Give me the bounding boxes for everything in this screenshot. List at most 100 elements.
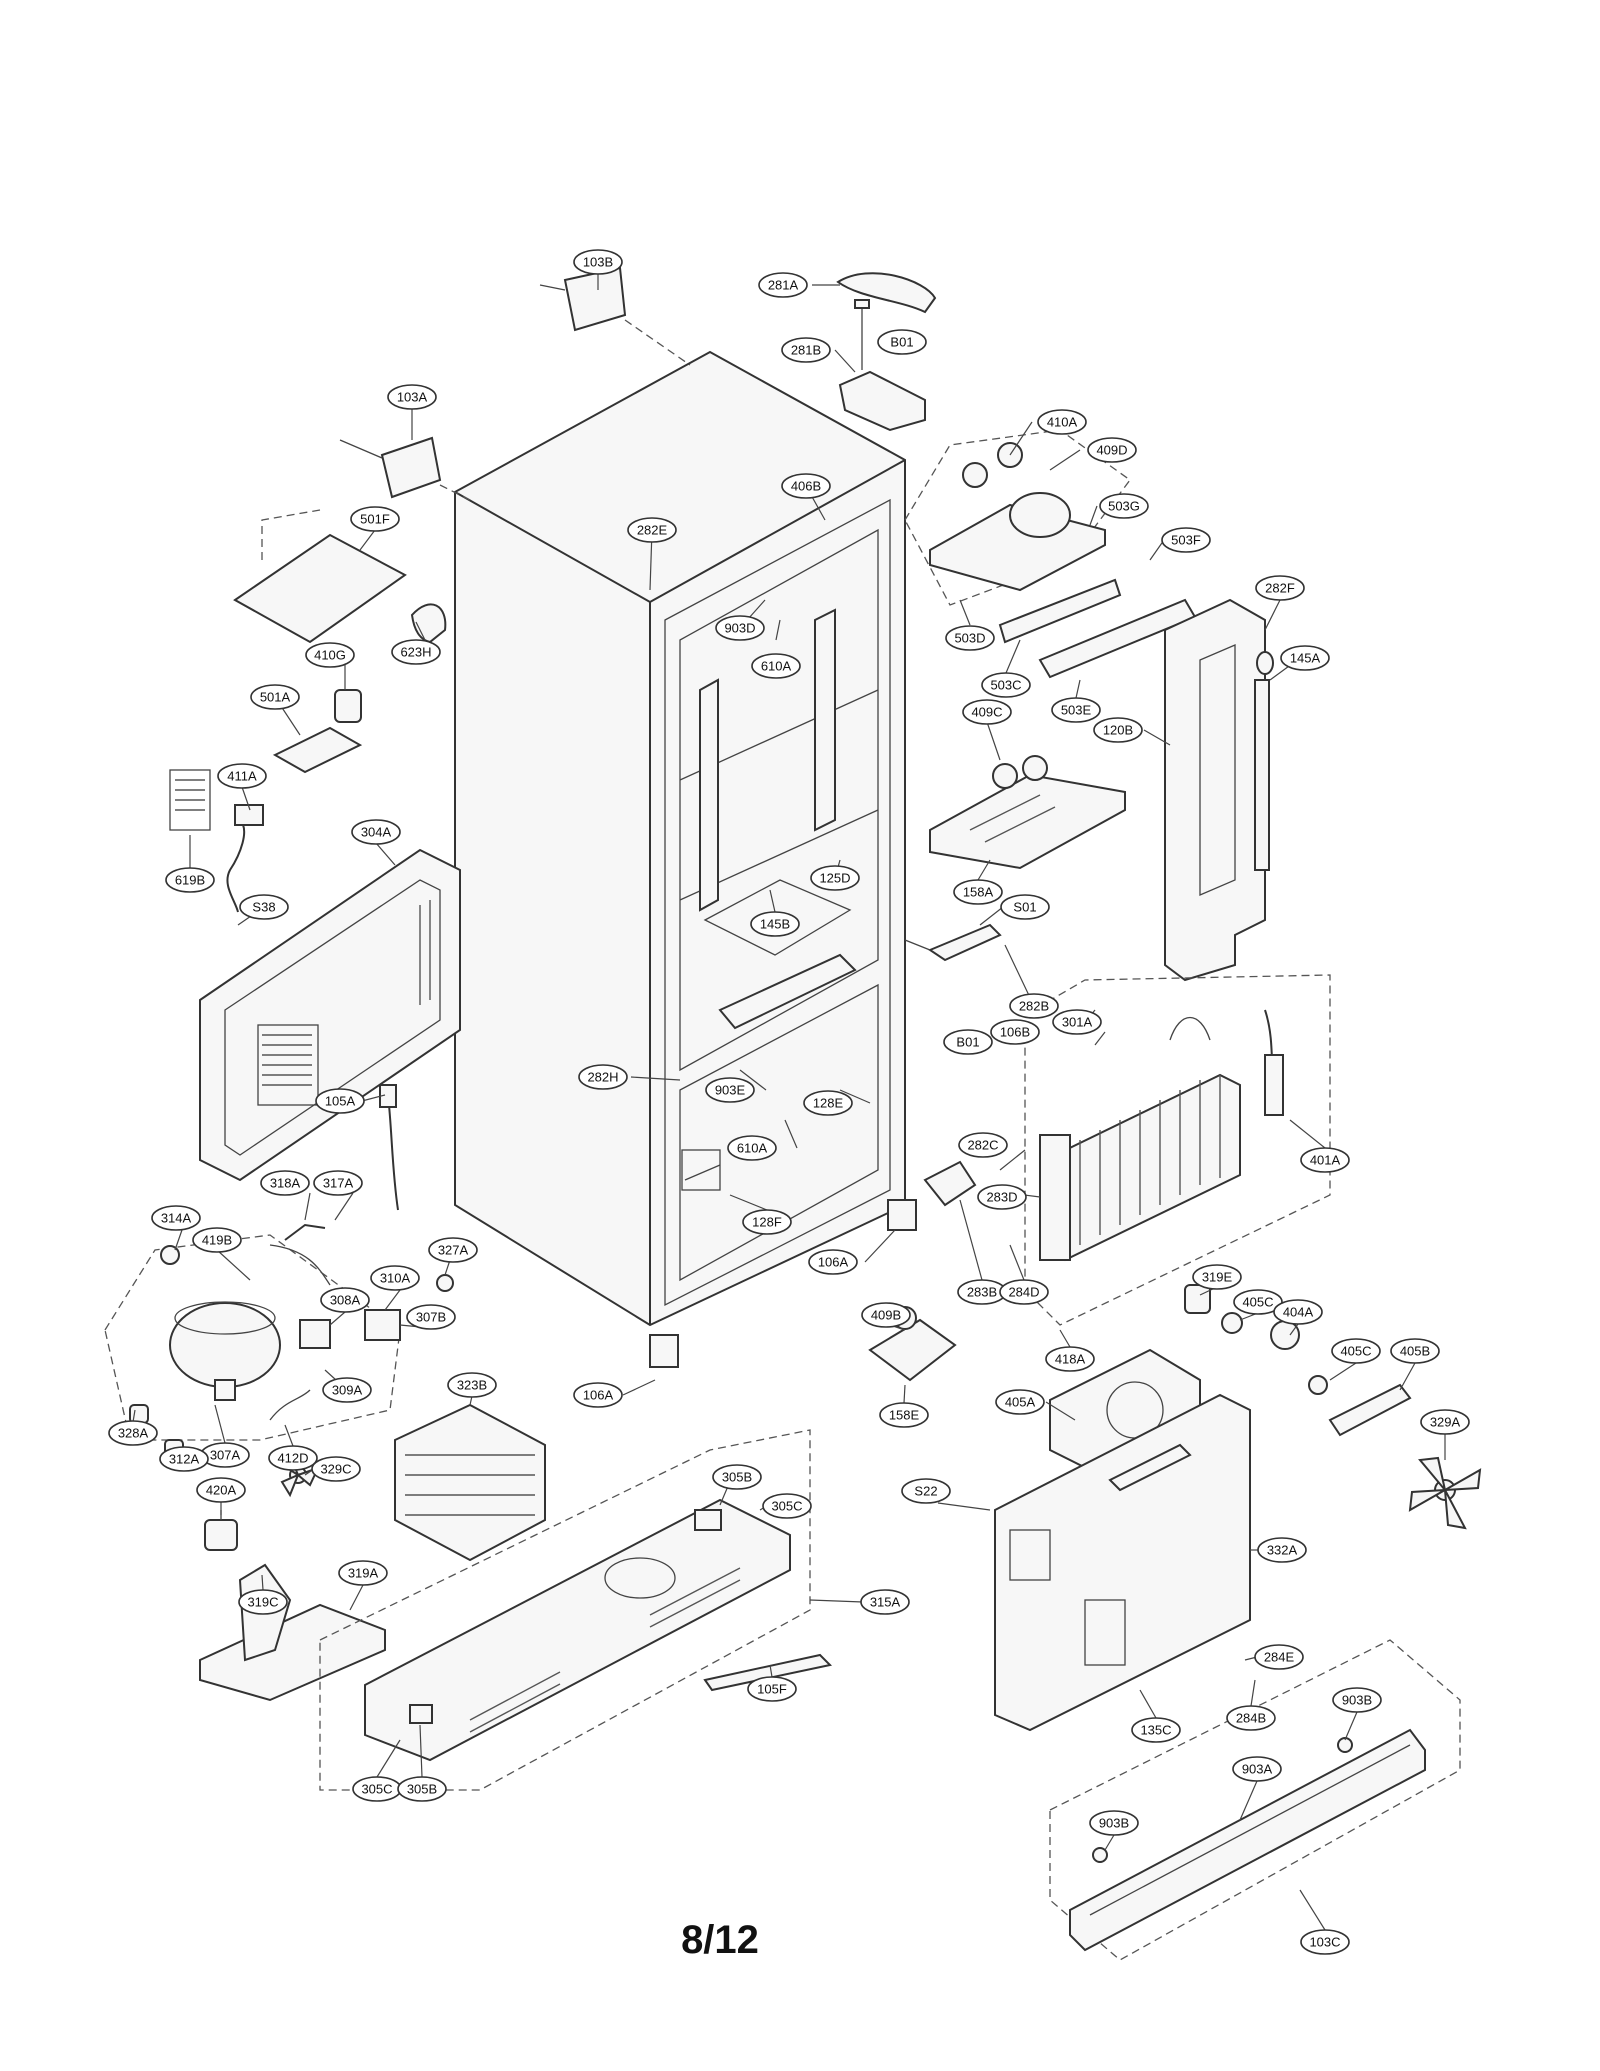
- callout-903b-top: 903B: [1332, 1687, 1382, 1713]
- cover-103b: [539, 266, 691, 366]
- callout-903d: 903D: [715, 615, 765, 641]
- callout-label: 125D: [819, 871, 850, 886]
- callout-420a: 420A: [196, 1477, 246, 1503]
- callout-label: 405A: [1005, 1395, 1036, 1410]
- callout-281b: 281B: [781, 337, 831, 363]
- callout-label: 305C: [771, 1499, 802, 1514]
- callout-label: 135C: [1140, 1723, 1171, 1738]
- callout-label: 282H: [587, 1070, 618, 1085]
- callout-label: 282C: [967, 1138, 998, 1153]
- callout-281a: 281A: [758, 272, 808, 298]
- callout-label: 284E: [1264, 1650, 1295, 1665]
- callout-282h: 282H: [578, 1064, 628, 1090]
- callout-label: 409D: [1096, 443, 1127, 458]
- fan-blade-329a: [1408, 1456, 1482, 1530]
- callout-label: 305B: [407, 1782, 437, 1797]
- callout-319e: 319E: [1192, 1264, 1242, 1290]
- callout-s22: S22: [901, 1478, 951, 1504]
- callout-610a-mid: 610A: [727, 1135, 777, 1161]
- callout-label: 903E: [715, 1083, 746, 1098]
- control-box-cover: [233, 509, 407, 644]
- callout-106b: 106B: [990, 1019, 1040, 1045]
- callout-106a-right: 106A: [808, 1249, 858, 1275]
- callout-label: 128E: [813, 1096, 844, 1111]
- callout-103a: 103A: [387, 384, 437, 410]
- callout-145a: 145A: [1280, 645, 1330, 671]
- callout-label: B01: [956, 1035, 979, 1050]
- callout-label: 304A: [361, 825, 392, 840]
- callout-label: 619B: [175, 873, 205, 888]
- callout-label: 405C: [1340, 1344, 1371, 1359]
- callout-405a: 405A: [995, 1389, 1045, 1415]
- condenser-323b: [394, 1403, 546, 1562]
- callout-label: 305B: [722, 1470, 752, 1485]
- callout-503d: 503D: [945, 625, 995, 651]
- callout-label: 401A: [1310, 1153, 1341, 1168]
- base-plate-315a: [319, 1429, 811, 1791]
- callout-label: 319E: [1202, 1270, 1233, 1285]
- callout-label: 314A: [161, 1211, 192, 1226]
- callout-284d: 284D: [999, 1279, 1049, 1305]
- fan-motor-assembly: [1049, 1284, 1482, 1530]
- callout-327a: 327A: [428, 1237, 478, 1263]
- callout-319a: 319A: [338, 1560, 388, 1586]
- callout-301a: 301A: [1052, 1009, 1102, 1035]
- callout-307b: 307B: [406, 1304, 456, 1330]
- callout-135c: 135C: [1131, 1717, 1181, 1743]
- callout-label: 410A: [1047, 415, 1078, 430]
- callout-label: 310A: [380, 1271, 411, 1286]
- callout-label: 307A: [210, 1448, 241, 1463]
- callout-411a: 411A: [217, 763, 267, 789]
- callout-903a: 903A: [1232, 1756, 1282, 1782]
- callout-503g: 503G: [1099, 493, 1149, 519]
- callout-label: 903B: [1342, 1693, 1372, 1708]
- callout-315a: 315A: [860, 1589, 910, 1615]
- callout-410a: 410A: [1037, 409, 1087, 435]
- callout-307a: 307A: [200, 1442, 250, 1468]
- callout-label: 503E: [1061, 703, 1092, 718]
- callout-label: 284B: [1236, 1711, 1266, 1726]
- callout-label: 145A: [1290, 651, 1321, 666]
- callout-label: 405B: [1400, 1344, 1430, 1359]
- callout-409d: 409D: [1087, 437, 1137, 463]
- callout-305c-top: 305C: [762, 1493, 812, 1519]
- callout-305b-bottom: 305B: [397, 1776, 447, 1802]
- callout-label: 105A: [325, 1094, 356, 1109]
- callout-284b: 284B: [1226, 1705, 1276, 1731]
- callout-s38: S38: [239, 894, 289, 920]
- callout-b01-top: B01: [877, 329, 927, 355]
- callout-619b: 619B: [165, 867, 215, 893]
- callout-103c: 103C: [1300, 1929, 1350, 1955]
- callout-label: 323B: [457, 1378, 487, 1393]
- callout-label: 503D: [954, 631, 985, 646]
- callout-label: 409B: [871, 1308, 901, 1323]
- callout-404a: 404A: [1273, 1299, 1323, 1325]
- callout-501a: 501A: [250, 684, 300, 710]
- callout-label: 406B: [791, 479, 821, 494]
- callout-label: 281A: [768, 278, 799, 293]
- callout-409b: 409B: [861, 1302, 911, 1328]
- callout-label: 332A: [1267, 1543, 1298, 1558]
- cover-103a: [339, 436, 471, 501]
- callout-label: 283B: [967, 1285, 997, 1300]
- callout-623h: 623H: [391, 639, 441, 665]
- callout-323b: 323B: [447, 1372, 497, 1398]
- callout-label: 404A: [1283, 1305, 1314, 1320]
- callout-label: 418A: [1055, 1352, 1086, 1367]
- callout-label: 282E: [637, 523, 668, 538]
- callout-label: 419B: [202, 1233, 232, 1248]
- callout-305c-bottom: 305C: [352, 1776, 402, 1802]
- cabinet-body: [454, 350, 906, 1327]
- grill-903a: [1049, 1639, 1461, 1961]
- callout-282c: 282C: [958, 1132, 1008, 1158]
- pcb-501a: [272, 603, 447, 774]
- callout-158a: 158A: [953, 879, 1003, 905]
- lamp-holder-158a: [929, 755, 1126, 870]
- callout-283b: 283B: [957, 1279, 1007, 1305]
- callout-label: 284D: [1008, 1285, 1039, 1300]
- leveling-legs: [649, 1160, 977, 1368]
- thermostat-420a: [204, 1510, 238, 1551]
- callout-b01-mid: B01: [943, 1029, 993, 1055]
- callout-418a: 418A: [1045, 1346, 1095, 1372]
